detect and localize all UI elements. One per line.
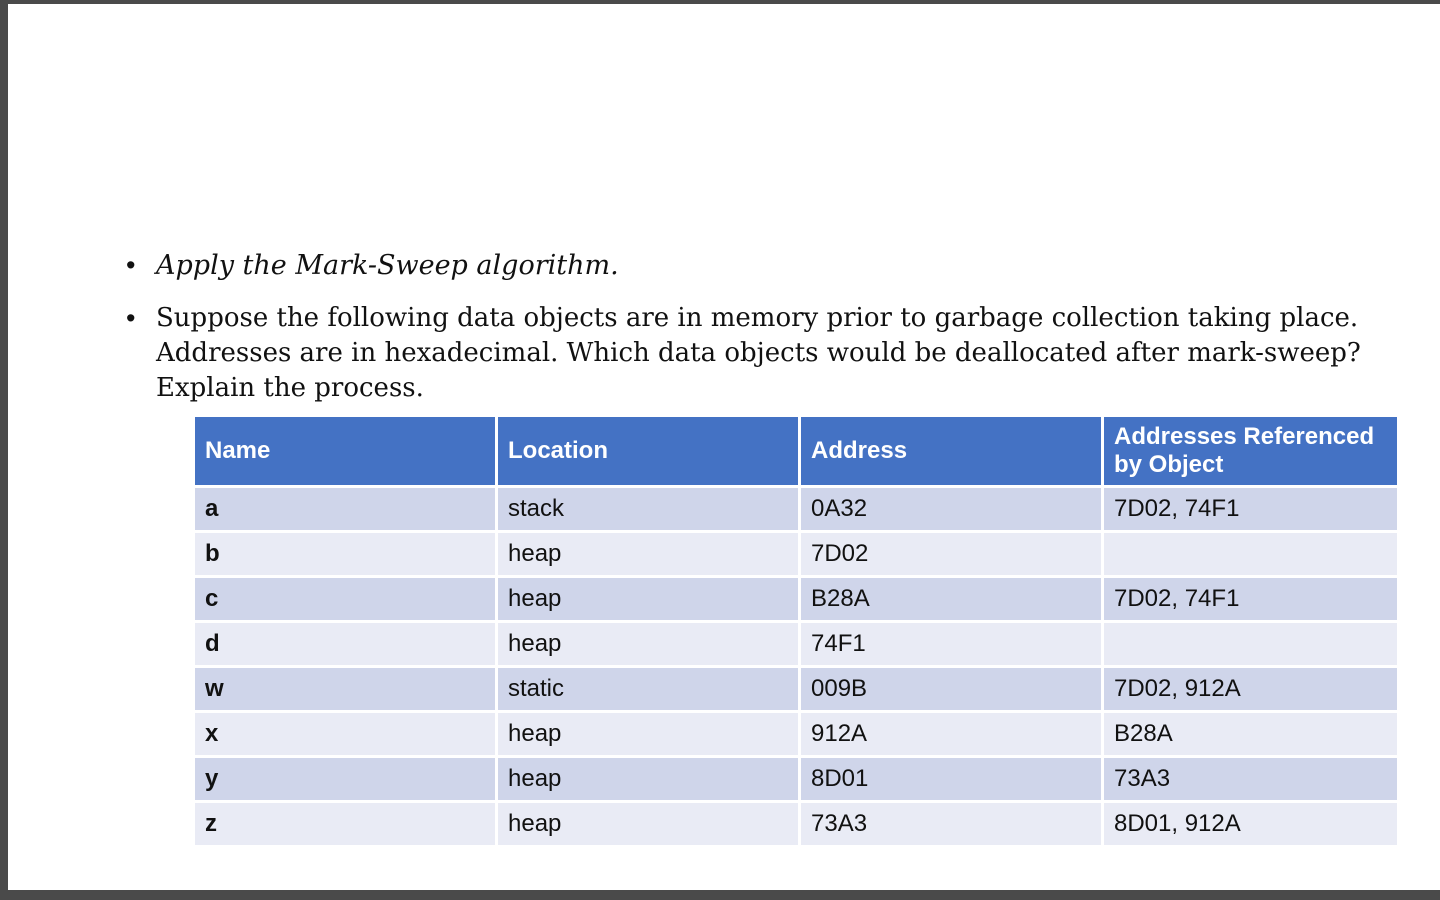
cell-address: 7D02 (798, 530, 1104, 578)
table-row: c heap B28A 7D02, 74F1 (192, 575, 1400, 623)
bullet-text: Apply the Mark-Sweep algorithm. (156, 250, 619, 281)
cell-address: 009B (798, 665, 1104, 713)
cell-refs (1101, 530, 1400, 578)
slide: • Apply the Mark-Sweep algorithm. • Supp… (8, 4, 1440, 890)
memory-objects-table: Name Location Address Addresses Referenc… (192, 414, 1400, 848)
cell-location: static (495, 665, 801, 713)
cell-name: x (192, 710, 498, 758)
cell-refs: 7D02, 912A (1101, 665, 1400, 713)
cell-location: stack (495, 485, 801, 533)
cell-refs: 8D01, 912A (1101, 800, 1400, 848)
cell-name: y (192, 755, 498, 803)
bullet-item-question: • Suppose the following data objects are… (126, 301, 1426, 406)
cell-refs: 7D02, 74F1 (1101, 575, 1400, 623)
table-row: x heap 912A B28A (192, 710, 1400, 758)
cell-address: 73A3 (798, 800, 1104, 848)
bullet-dot: • (126, 303, 136, 333)
cell-address: 0A32 (798, 485, 1104, 533)
cell-address: 8D01 (798, 755, 1104, 803)
cell-location: heap (495, 710, 801, 758)
cell-refs: 73A3 (1101, 755, 1400, 803)
cell-name: d (192, 620, 498, 668)
cell-location: heap (495, 575, 801, 623)
cell-name: z (192, 800, 498, 848)
table-row: y heap 8D01 73A3 (192, 755, 1400, 803)
table-row: z heap 73A3 8D01, 912A (192, 800, 1400, 848)
cell-refs (1101, 620, 1400, 668)
cell-name: w (192, 665, 498, 713)
cell-location: heap (495, 620, 801, 668)
table-row: d heap 74F1 (192, 620, 1400, 668)
cell-address: 912A (798, 710, 1104, 758)
header-references: Addresses Referenced by Object (1101, 414, 1400, 488)
table-row: w static 009B 7D02, 912A (192, 665, 1400, 713)
header-address: Address (798, 414, 1104, 488)
bullet-list: • Apply the Mark-Sweep algorithm. • Supp… (126, 248, 1426, 424)
cell-location: heap (495, 755, 801, 803)
cell-location: heap (495, 530, 801, 578)
cell-refs: 7D02, 74F1 (1101, 485, 1400, 533)
cell-name: c (192, 575, 498, 623)
cell-address: B28A (798, 575, 1104, 623)
table-row: b heap 7D02 (192, 530, 1400, 578)
cell-name: b (192, 530, 498, 578)
table-header-row: Name Location Address Addresses Referenc… (192, 414, 1400, 488)
bullet-dot: • (126, 250, 136, 280)
cell-name: a (192, 485, 498, 533)
bullet-text: Suppose the following data objects are i… (156, 303, 1361, 403)
header-location: Location (495, 414, 801, 488)
cell-location: heap (495, 800, 801, 848)
bullet-item-instruction: • Apply the Mark-Sweep algorithm. (126, 248, 1426, 283)
cell-address: 74F1 (798, 620, 1104, 668)
header-name: Name (192, 414, 498, 488)
table-row: a stack 0A32 7D02, 74F1 (192, 485, 1400, 533)
window-bottom-edge (0, 890, 1440, 900)
cell-refs: B28A (1101, 710, 1400, 758)
